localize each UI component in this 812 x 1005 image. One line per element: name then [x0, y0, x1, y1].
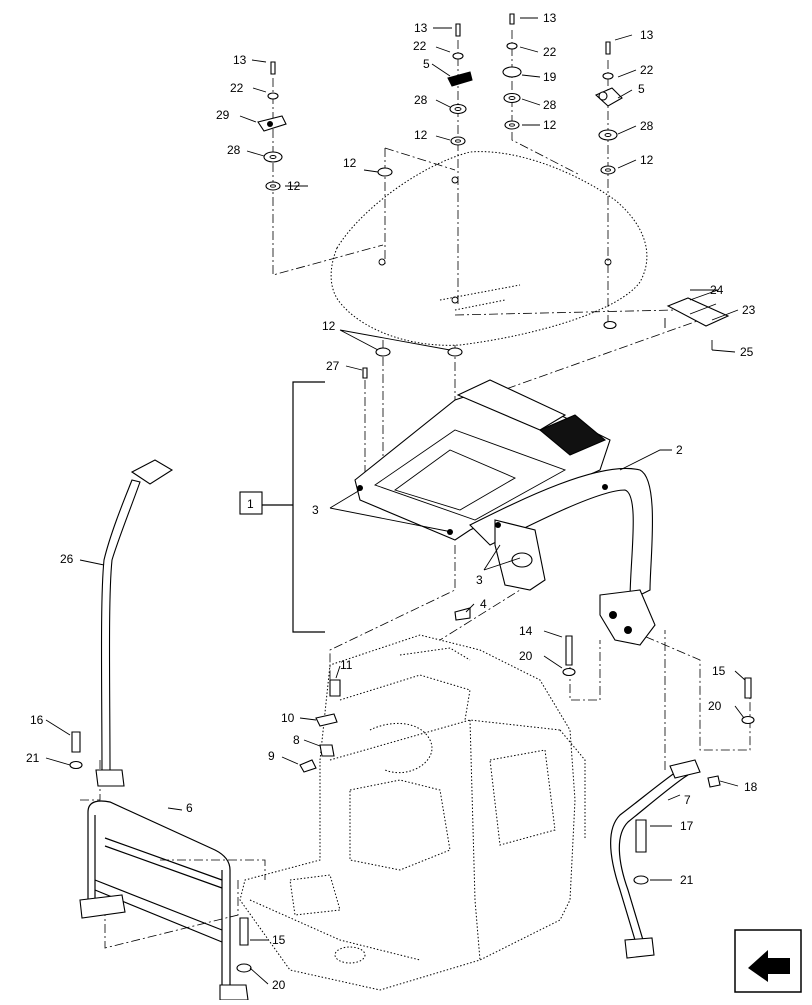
callout: 12 — [287, 179, 301, 193]
callout: 20 — [708, 699, 722, 713]
machine-frame — [239, 634, 586, 991]
callout: 5 — [423, 57, 430, 71]
callout: 16 — [30, 713, 44, 727]
callout: 20 — [272, 978, 286, 992]
callout: 7 — [684, 793, 691, 807]
callout: 28 — [227, 143, 241, 157]
assembly-box-label: 1 — [247, 497, 254, 511]
assembly-bracket — [239, 381, 325, 633]
callout: 2 — [676, 443, 683, 457]
callout: 13 — [414, 21, 428, 35]
callout: 13 — [543, 11, 557, 25]
callout-leaders — [45, 17, 746, 985]
callout: 15 — [712, 664, 726, 678]
callout: 4 — [480, 597, 487, 611]
small-parts-8-9-10-11 — [299, 607, 471, 773]
callout: 22 — [640, 63, 654, 77]
callout: 22 — [543, 45, 557, 59]
grab-handle-26 — [95, 459, 174, 787]
callout: 3 — [476, 573, 483, 587]
callout: 12 — [543, 118, 557, 132]
guard-6 — [79, 800, 249, 1001]
callout: 10 — [281, 711, 295, 725]
washers-12 — [375, 167, 617, 357]
callout: 5 — [638, 82, 645, 96]
hardware-stack-center-left — [447, 23, 473, 146]
callout: 28 — [414, 93, 428, 107]
hardware-stack-left — [257, 61, 287, 191]
bracket-23-24 — [664, 297, 730, 350]
callout: 24 — [710, 283, 724, 297]
callout: 12 — [414, 128, 428, 142]
callout: 29 — [216, 108, 230, 122]
callout: 12 — [343, 156, 357, 170]
side-handle-7 — [610, 759, 701, 959]
callout: 12 — [640, 153, 654, 167]
callout: 28 — [543, 98, 557, 112]
callout-labels: 13 22 29 28 12 13 22 5 28 12 13 22 19 28… — [26, 11, 758, 992]
callout: 18 — [744, 780, 758, 794]
arrow-icon[interactable] — [734, 929, 802, 993]
callout: 26 — [60, 552, 74, 566]
hardware-stack-center-right — [502, 13, 522, 130]
callout: 27 — [326, 359, 340, 373]
callout: 21 — [680, 873, 694, 887]
callout: 3 — [312, 503, 319, 517]
callout: 21 — [26, 751, 40, 765]
callout: 6 — [186, 801, 193, 815]
callout: 8 — [293, 733, 300, 747]
callout: 23 — [742, 303, 756, 317]
callout: 9 — [268, 749, 275, 763]
callout: 11 — [340, 658, 353, 672]
callout: 22 — [413, 39, 427, 53]
callout: 19 — [543, 70, 557, 84]
callout: 20 — [519, 649, 533, 663]
callout: 17 — [680, 819, 694, 833]
callout: 14 — [519, 624, 533, 638]
callout: 12 — [322, 319, 336, 333]
callout: 22 — [230, 81, 244, 95]
callout: 13 — [640, 28, 654, 42]
callout: 13 — [233, 53, 247, 67]
callout: 25 — [740, 345, 754, 359]
callout: 28 — [640, 119, 654, 133]
bolts-misc — [69, 635, 755, 973]
callout: 15 — [272, 933, 286, 947]
rops-frame — [354, 367, 656, 646]
canopy-roof — [330, 151, 648, 346]
hardware-stack-right — [595, 41, 623, 175]
